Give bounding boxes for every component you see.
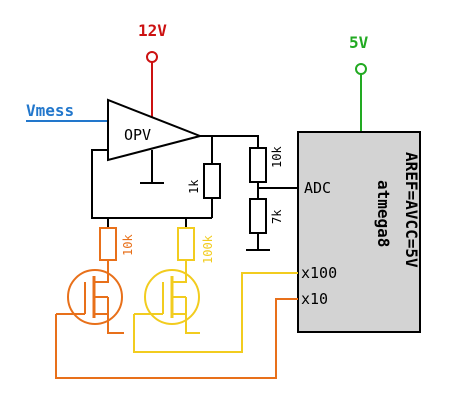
mcu-pin-adc: ADC: [304, 179, 331, 197]
resistor-orange-body: [99, 227, 117, 261]
branch-x10: 10k: [55, 227, 298, 379]
resistor-divider-top: 10k: [249, 146, 284, 183]
mosfet-orange-source: [94, 313, 124, 334]
mcu-body: [297, 131, 421, 333]
resistor-divider-bottom: 7k: [246, 198, 284, 251]
mcu-pin-x10: x10: [301, 290, 328, 308]
label-12v: 12V: [138, 21, 167, 40]
mosfet-yellow-drain: [172, 270, 187, 283]
mcu-pin-x100: x100: [301, 264, 337, 282]
resistor-divider-bottom-label: 7k: [270, 209, 284, 224]
resistor-divider-top-label: 10k: [270, 146, 284, 168]
wire-x10: [55, 298, 298, 379]
mosfet-orange-drain: [94, 270, 109, 283]
resistor-feedback-body: [203, 163, 221, 199]
wire-x100: [133, 272, 298, 353]
mcu-atmega8: ADC x100 x10 atmega8 AREF=AVCC=5V: [297, 131, 421, 333]
supply-5v: 5V: [349, 33, 369, 132]
input-vmess: Vmess: [26, 101, 108, 122]
label-vmess: Vmess: [26, 101, 74, 120]
supply-12v: 12V: [138, 21, 167, 118]
resistor-divider-top-body: [249, 147, 267, 183]
resistor-yellow-body: [177, 227, 195, 261]
resistor-divider-bottom-body: [249, 198, 267, 234]
mosfet-yellow-source: [172, 313, 200, 334]
resistor-feedback: 1k: [187, 163, 221, 218]
feedback-wire-left: [91, 149, 212, 219]
opamp: OPV: [91, 98, 212, 219]
resistor-yellow-label: 100k: [201, 234, 215, 264]
mcu-ref-label: AREF=AVCC=5V: [402, 152, 421, 268]
opamp-label: OPV: [124, 126, 151, 144]
branch-x100: 100k: [133, 227, 298, 353]
mcu-name: atmega8: [374, 180, 393, 247]
resistor-feedback-label: 1k: [187, 179, 201, 194]
label-5v: 5V: [349, 33, 369, 52]
opamp-symbol: [107, 98, 204, 162]
terminal-5v: [355, 63, 367, 75]
terminal-12v: [146, 51, 158, 63]
opamp-output-wire: [200, 135, 259, 148]
resistor-orange-label: 10k: [121, 234, 135, 256]
